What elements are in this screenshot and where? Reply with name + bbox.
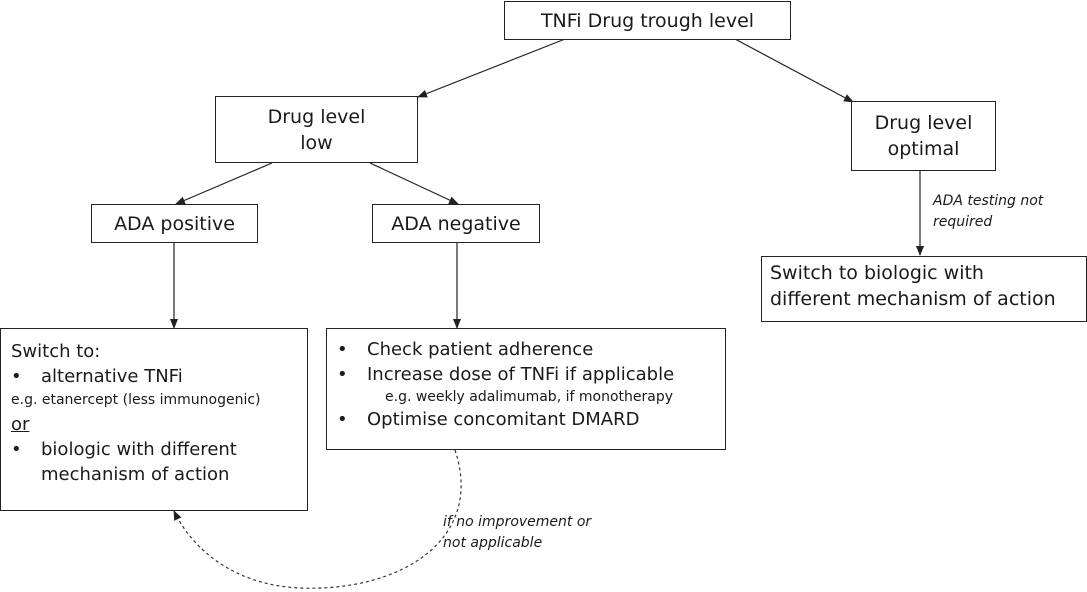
action-increase-dose-label: Increase dose of TNFi if applicable (367, 364, 675, 385)
node-ada-positive: ADA positive (91, 204, 258, 243)
node-tnfi-trough-level-label: TNFi Drug trough level (540, 9, 755, 32)
action-check-adherence: • Check patient adherence (337, 337, 725, 362)
node-tnfi-trough-level: TNFi Drug trough level (504, 1, 791, 40)
switch-item-alternative-tnfi-label: alternative TNFi (41, 366, 183, 387)
bullet-icon: • (337, 364, 348, 385)
switch-heading: Switch to: (11, 341, 101, 362)
note-no-improvement-line2: not applicable (443, 535, 543, 551)
note-no-improvement-line1: if no improvement or (443, 514, 592, 530)
dashed-arrow-no-improvement (173, 449, 462, 589)
bullet-icon: • (337, 409, 348, 430)
arrow-low-to-ada-positive (175, 162, 273, 205)
node-switch-biologic-line1: Switch to biologic with (770, 262, 984, 284)
node-switch-biologic-line2: different mechanism of action (770, 288, 1056, 310)
action-increase-dose-example: e.g. weekly adalimumab, if monotherapy (385, 389, 673, 405)
switch-item-biologic-line1: biologic with different (41, 439, 237, 460)
switch-item-biologic: • biologic with different (11, 437, 307, 462)
switch-item-biologic-line2: mechanism of action (41, 464, 230, 485)
note-no-improvement: if no improvement or not applicable (443, 512, 591, 554)
arrow-low-to-ada-negative (369, 162, 459, 205)
node-drug-level-optimal-line2: optimal (887, 138, 960, 160)
note-ada-testing-line2: required (933, 214, 993, 230)
arrow-root-to-optimal (734, 38, 854, 103)
node-ada-negative-label: ADA negative (391, 212, 521, 235)
node-switch-to-options: Switch to: • alternative TNFi e.g. etaner… (0, 328, 308, 511)
node-ada-negative: ADA negative (372, 204, 540, 243)
bullet-icon: • (11, 439, 22, 460)
node-drug-level-optimal: Drug level optimal (851, 101, 996, 171)
node-ada-positive-label: ADA positive (114, 212, 235, 235)
note-ada-testing-line1: ADA testing not (933, 193, 1044, 209)
node-drug-level-low-line1: Drug level (267, 105, 366, 128)
action-check-adherence-label: Check patient adherence (367, 339, 594, 360)
node-drug-level-optimal-line1: Drug level (874, 112, 973, 134)
node-ada-negative-actions: • Check patient adherence • Increase dose … (326, 328, 726, 450)
switch-item-example: e.g. etanercept (less immunogenic) (11, 392, 261, 408)
action-optimise-dmard-label: Optimise concomitant DMARD (367, 409, 640, 430)
action-increase-dose: • Increase dose of TNFi if applicable (337, 362, 725, 387)
bullet-icon: • (337, 339, 348, 360)
switch-or-label: or (11, 414, 30, 435)
node-drug-level-low: Drug level low (215, 96, 418, 163)
switch-item-alternative-tnfi: • alternative TNFi (11, 364, 307, 389)
action-optimise-dmard: • Optimise concomitant DMARD (337, 407, 725, 432)
node-switch-biologic-different-mechanism: Switch to biologic with different mechan… (761, 256, 1087, 322)
arrow-root-to-low (417, 38, 566, 98)
note-ada-testing-not-required: ADA testing not required (933, 191, 1043, 233)
bullet-icon: • (11, 366, 22, 387)
node-drug-level-low-line2: low (300, 131, 333, 154)
